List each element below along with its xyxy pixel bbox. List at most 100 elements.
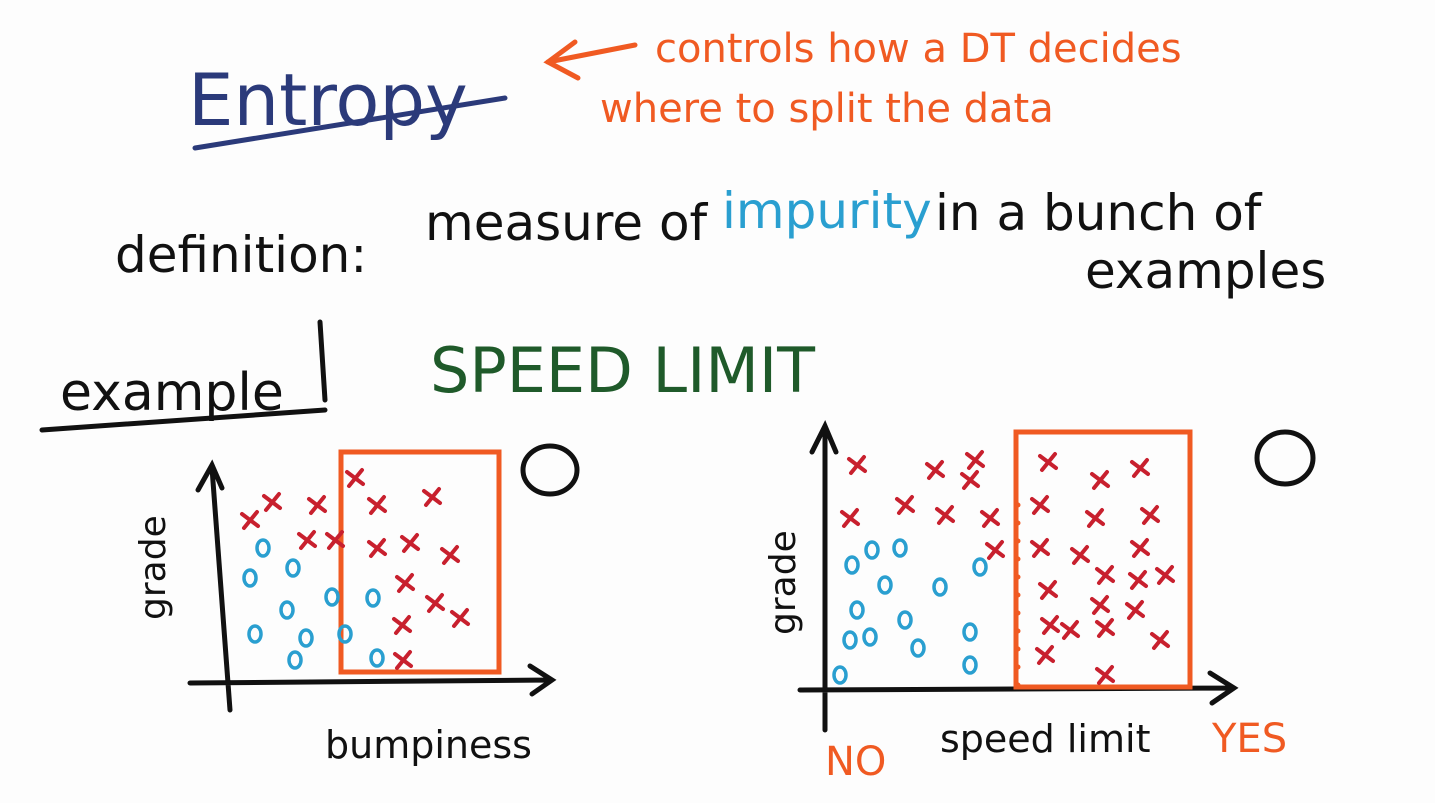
o-mark bbox=[369, 648, 385, 668]
definition-text-after: in a bunch of bbox=[935, 184, 1263, 242]
right-plot-x-low: NO bbox=[825, 739, 886, 785]
o-mark bbox=[324, 587, 340, 607]
right-plot-ylabel: grade bbox=[763, 530, 804, 635]
x-mark bbox=[1085, 508, 1105, 528]
o-mark bbox=[892, 538, 908, 558]
x-mark bbox=[1070, 545, 1090, 565]
left-plot: grade bumpiness bbox=[133, 443, 580, 767]
x-mark bbox=[1095, 618, 1115, 638]
split-dot bbox=[1015, 664, 1021, 670]
o-mark bbox=[877, 575, 893, 595]
split-dot bbox=[1015, 538, 1021, 544]
x-mark bbox=[1128, 570, 1148, 590]
o-mark bbox=[842, 630, 858, 650]
left-plot-ylabel: grade bbox=[133, 515, 174, 620]
x-mark bbox=[1155, 565, 1175, 585]
o-mark bbox=[972, 557, 988, 577]
x-mark bbox=[895, 495, 915, 515]
o-mark bbox=[910, 638, 926, 658]
x-mark bbox=[1090, 595, 1110, 615]
left-plot-axes bbox=[187, 459, 557, 713]
split-dot bbox=[1015, 682, 1021, 688]
x-mark bbox=[980, 508, 1000, 528]
x-mark bbox=[1038, 452, 1058, 472]
left-plot-points bbox=[240, 468, 470, 670]
x-mark bbox=[1030, 495, 1050, 515]
x-mark bbox=[985, 540, 1005, 560]
o-mark bbox=[255, 538, 271, 558]
o-mark bbox=[864, 540, 880, 560]
x-mark bbox=[262, 492, 282, 512]
x-mark bbox=[1035, 645, 1055, 665]
right-plot-entropy-zero bbox=[1254, 429, 1316, 487]
left-plot-xlabel: bumpiness bbox=[325, 723, 532, 767]
o-mark bbox=[337, 624, 353, 644]
x-mark bbox=[367, 538, 387, 558]
x-mark bbox=[425, 593, 445, 613]
x-mark bbox=[1060, 620, 1080, 640]
split-dot bbox=[1015, 628, 1021, 634]
definition-label: definition: bbox=[115, 226, 367, 284]
x-mark bbox=[440, 545, 460, 565]
x-mark bbox=[367, 495, 387, 515]
o-mark bbox=[862, 627, 878, 647]
x-mark bbox=[297, 530, 317, 550]
o-mark bbox=[962, 622, 978, 642]
title-underline bbox=[192, 95, 508, 151]
right-plot-axes bbox=[797, 420, 1239, 733]
x-mark bbox=[307, 495, 327, 515]
o-mark bbox=[932, 577, 948, 597]
split-dot bbox=[1015, 592, 1021, 598]
x-mark bbox=[1130, 538, 1150, 558]
title: Entropy bbox=[188, 58, 468, 142]
o-mark bbox=[287, 650, 303, 670]
o-mark bbox=[844, 555, 860, 575]
o-mark bbox=[242, 568, 258, 588]
right-plot-points bbox=[832, 450, 1175, 688]
x-mark bbox=[392, 615, 412, 635]
x-mark bbox=[395, 573, 415, 593]
definition-text: measure of bbox=[425, 194, 709, 252]
x-mark bbox=[325, 530, 345, 550]
left-plot-split-box bbox=[338, 449, 502, 675]
impurity-word: impurity bbox=[722, 182, 932, 240]
example-underline bbox=[39, 319, 328, 433]
right-plot-xlabel: speed limit bbox=[940, 717, 1150, 761]
x-mark bbox=[1030, 538, 1050, 558]
x-mark bbox=[240, 510, 260, 530]
x-mark bbox=[1150, 630, 1170, 650]
x-mark bbox=[1130, 458, 1150, 478]
x-mark bbox=[965, 450, 985, 470]
split-dot bbox=[1015, 502, 1021, 508]
split-dot bbox=[1015, 556, 1021, 562]
x-mark bbox=[1038, 580, 1058, 600]
x-mark bbox=[1140, 505, 1160, 525]
x-mark bbox=[393, 650, 413, 670]
example-label: example bbox=[60, 363, 284, 423]
o-mark bbox=[849, 600, 865, 620]
x-mark bbox=[450, 608, 470, 628]
o-mark bbox=[285, 558, 301, 578]
left-plot-entropy-zero bbox=[520, 443, 580, 497]
x-mark bbox=[1040, 615, 1060, 635]
x-mark bbox=[847, 455, 867, 475]
x-mark bbox=[1095, 565, 1115, 585]
arrow-left-icon bbox=[543, 39, 638, 81]
split-dot bbox=[1015, 574, 1021, 580]
o-mark bbox=[897, 610, 913, 630]
x-mark bbox=[400, 533, 420, 553]
o-mark bbox=[962, 655, 978, 675]
o-mark bbox=[365, 588, 381, 608]
definition-text-end: examples bbox=[1085, 242, 1326, 300]
x-mark bbox=[925, 460, 945, 480]
x-mark bbox=[1090, 470, 1110, 490]
annotation-line2: where to split the data bbox=[600, 86, 1054, 132]
annotation-line1: controls how a DT decides bbox=[655, 26, 1182, 72]
x-mark bbox=[840, 508, 860, 528]
x-mark bbox=[345, 468, 365, 488]
x-mark bbox=[1125, 600, 1145, 620]
right-plot-x-high: YES bbox=[1211, 716, 1287, 762]
o-mark bbox=[279, 600, 295, 620]
